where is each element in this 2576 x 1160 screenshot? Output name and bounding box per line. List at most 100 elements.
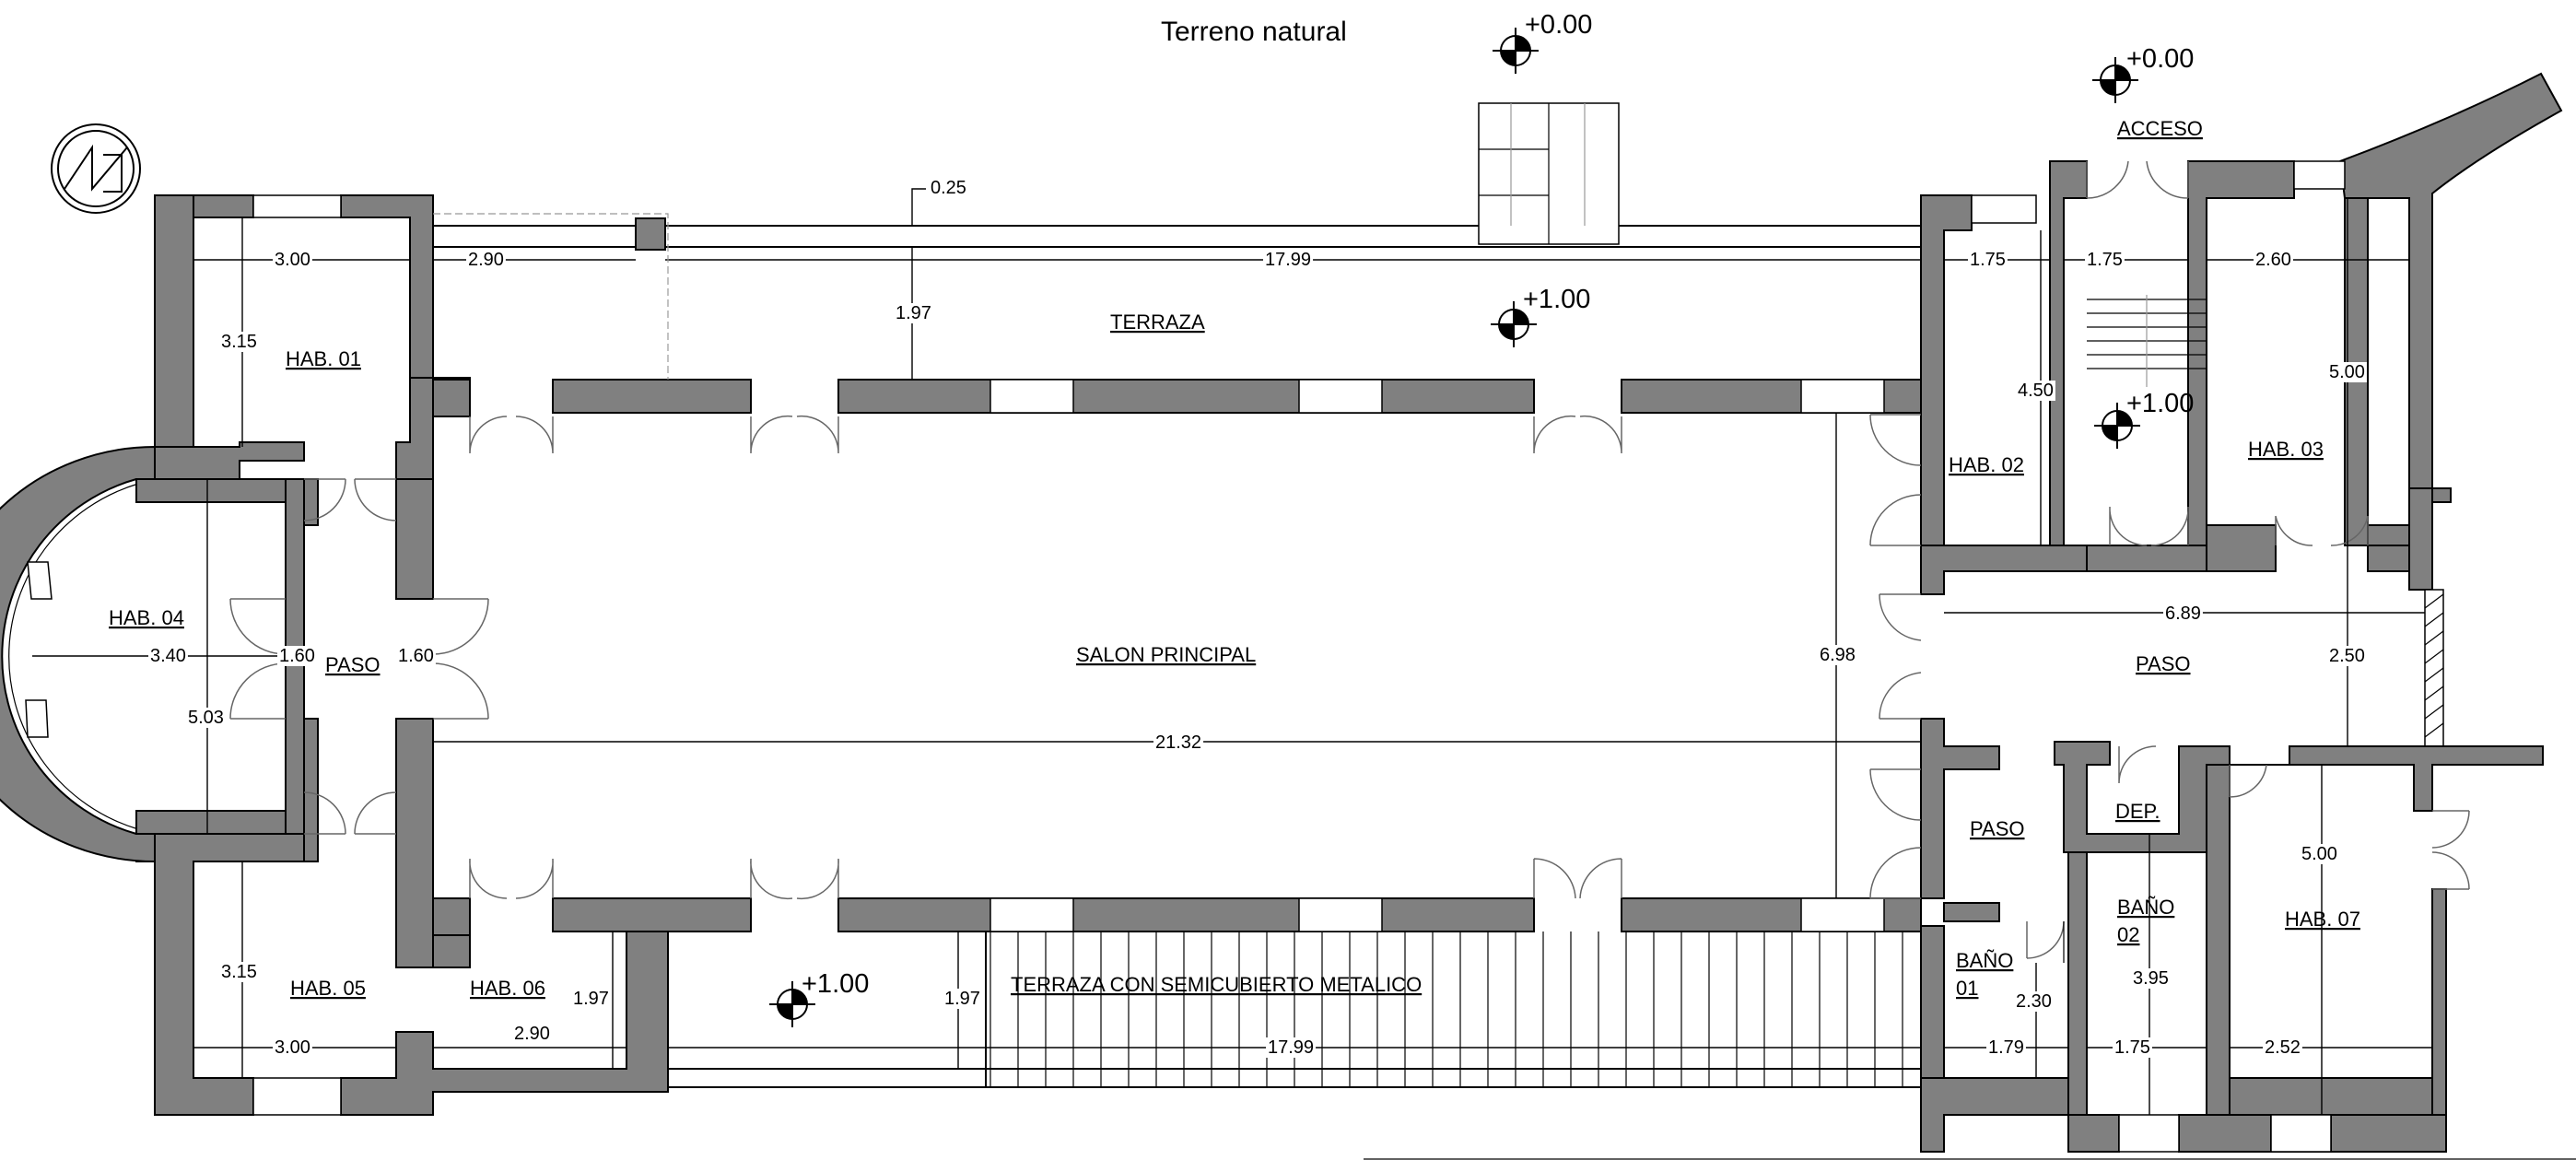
level-marker-icon bbox=[1491, 301, 1537, 347]
dimension-labels: 0.25 3.00 2.90 17.99 1.75 1.75 2.60 3.15… bbox=[148, 178, 2367, 1058]
dim-label: 1.97 bbox=[944, 989, 980, 1009]
dim-label-bg bbox=[1818, 645, 1857, 665]
level-stair: +1.00 bbox=[2126, 389, 2194, 418]
level-terraza: +1.00 bbox=[1523, 285, 1590, 314]
level-marker-icon bbox=[2092, 57, 2138, 103]
room-hab05: HAB. 05 bbox=[290, 977, 366, 1000]
room-hab04: HAB. 04 bbox=[109, 606, 184, 629]
dim-label-bg bbox=[219, 332, 259, 352]
dim-label: 5.00 bbox=[2301, 844, 2337, 864]
dim-label: 2.50 bbox=[2329, 646, 2365, 666]
dim-label-bg bbox=[2016, 381, 2055, 401]
dim-label-bg bbox=[512, 1024, 552, 1044]
dim-label: 4.50 bbox=[2018, 381, 2054, 401]
left-wing-walls bbox=[135, 194, 669, 1116]
room-bano02-b: 02 bbox=[2117, 923, 2139, 946]
dim-label-bg bbox=[2327, 362, 2367, 382]
dim-label-bg bbox=[396, 646, 436, 666]
room-hab07: HAB. 07 bbox=[2285, 908, 2360, 931]
dim-label: 1.60 bbox=[279, 646, 315, 666]
room-acceso: ACCESO bbox=[2117, 117, 2203, 140]
level-marker-icon bbox=[769, 981, 815, 1027]
room-hab02: HAB. 02 bbox=[1949, 453, 2024, 476]
room-salon: SALON PRINCIPAL bbox=[1076, 643, 1256, 666]
dim-label: 1.75 bbox=[2114, 1037, 2150, 1058]
dim-label: 1.60 bbox=[398, 646, 434, 666]
room-labels: ACCESO TERRAZA HAB. 01 HAB. 02 HAB. 03 H… bbox=[109, 117, 2360, 1000]
dim-label-bg bbox=[277, 646, 317, 666]
dim-label-bg bbox=[943, 989, 982, 1009]
dim-label: 6.98 bbox=[1820, 645, 1856, 665]
room-dep: DEP. bbox=[2115, 800, 2160, 823]
level-top-right: +0.00 bbox=[2126, 44, 2194, 74]
room-hab03: HAB. 03 bbox=[2248, 438, 2324, 461]
level-marker-icon bbox=[2094, 403, 2140, 449]
dim-label-bg bbox=[273, 1037, 312, 1058]
room-paso-lower: PASO bbox=[1970, 817, 2025, 840]
metal-cover-lines bbox=[985, 932, 1903, 1087]
room-paso-left: PASO bbox=[325, 653, 381, 676]
dim-label: 17.99 bbox=[1268, 1037, 1314, 1058]
entrance-stairs bbox=[1478, 102, 1620, 245]
dim-label-bg bbox=[186, 708, 226, 728]
dim-label-bg bbox=[2300, 844, 2339, 864]
dim-label-bg bbox=[929, 178, 968, 198]
dim-label-bg bbox=[2014, 991, 2054, 1012]
dim-label: 1.79 bbox=[1988, 1037, 2024, 1058]
room-bano01-a: BAÑO bbox=[1956, 949, 2013, 972]
room-hab06: HAB. 06 bbox=[470, 977, 545, 1000]
hatch-pattern bbox=[2424, 593, 2444, 738]
dim-label-bg bbox=[2131, 968, 2171, 989]
dim-label: 3.00 bbox=[275, 250, 310, 270]
dim-label: 5.00 bbox=[2329, 362, 2365, 382]
dim-label-bg bbox=[1986, 1037, 2026, 1058]
interior-stairs bbox=[2087, 295, 2207, 387]
salon-windows bbox=[252, 194, 1885, 1116]
dim-label: 3.15 bbox=[221, 962, 257, 982]
room-terraza-semicubierta: TERRAZA CON SEMICUBIERTO METALICO bbox=[1011, 973, 1422, 996]
dim-label: 1.75 bbox=[2087, 250, 2123, 270]
dim-label-bg bbox=[273, 250, 312, 270]
dim-label-bg bbox=[219, 962, 259, 982]
level-marker-icon bbox=[1493, 28, 1539, 74]
right-wing-walls bbox=[1920, 72, 2563, 1153]
dim-label-bg bbox=[1266, 1037, 1317, 1058]
room-hab01: HAB. 01 bbox=[286, 347, 361, 370]
dim-label: 6.89 bbox=[2165, 603, 2201, 624]
dim-label: 2.90 bbox=[514, 1024, 550, 1044]
dim-label: 21.32 bbox=[1155, 732, 1201, 753]
dim-label-bg bbox=[1153, 732, 1204, 753]
dim-label-bg bbox=[2163, 603, 2203, 624]
dim-label-bg bbox=[1263, 250, 1314, 270]
dim-label-bg bbox=[148, 646, 188, 666]
room-bano01-b: 01 bbox=[1956, 977, 1978, 1000]
dim-label: 5.03 bbox=[188, 708, 224, 728]
door-swings bbox=[229, 160, 2470, 963]
dim-label: 2.30 bbox=[2016, 991, 2052, 1012]
main-walls bbox=[432, 217, 1922, 1088]
plan-title: Terreno natural bbox=[1161, 17, 1347, 47]
dim-label: 1.75 bbox=[1970, 250, 2006, 270]
dim-label-bg bbox=[466, 250, 506, 270]
room-paso-right: PASO bbox=[2136, 652, 2191, 675]
dim-label-bg bbox=[894, 303, 933, 323]
dim-label-bg bbox=[2113, 1037, 2152, 1058]
room-bano02-a: BAÑO bbox=[2117, 896, 2174, 919]
room-terraza: TERRAZA bbox=[1110, 311, 1205, 334]
dim-label-bg bbox=[2085, 250, 2125, 270]
dim-label: 3.15 bbox=[221, 332, 257, 352]
dim-label: 3.95 bbox=[2133, 968, 2169, 989]
level-terraza-sur: +1.00 bbox=[802, 969, 869, 999]
dim-label: 1.97 bbox=[896, 303, 931, 323]
dim-label: 2.90 bbox=[468, 250, 504, 270]
dim-label-bg bbox=[2263, 1037, 2302, 1058]
level-top-center: +0.00 bbox=[1525, 10, 1592, 40]
dim-label-bg bbox=[2327, 646, 2367, 666]
dim-label: 2.60 bbox=[2255, 250, 2291, 270]
north-arrow-icon bbox=[51, 123, 141, 214]
dim-label: 2.52 bbox=[2265, 1037, 2301, 1058]
dim-label: 3.40 bbox=[150, 646, 186, 666]
dim-label-bg bbox=[1968, 250, 2008, 270]
dim-label: 3.00 bbox=[275, 1037, 310, 1058]
